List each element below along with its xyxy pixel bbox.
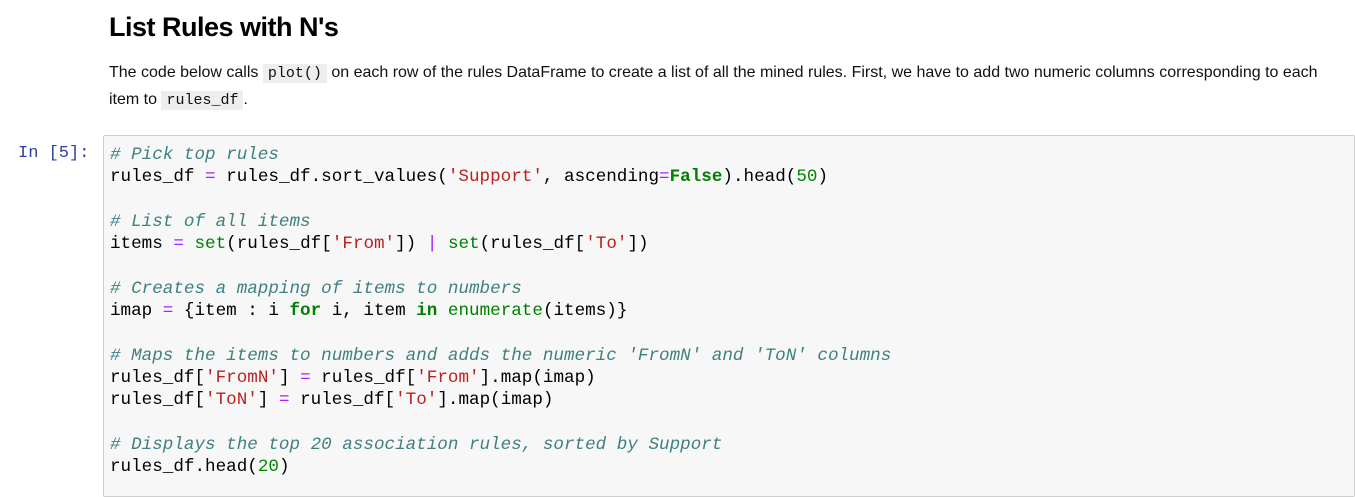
code-line: rules_df['FromN'] = rules_df['From'].map…: [110, 367, 891, 389]
code-token: =: [173, 234, 184, 255]
code-token: 'From': [416, 367, 480, 388]
code-token: =: [205, 167, 216, 188]
code-token: ]): [627, 234, 649, 255]
code-token: 'Support': [447, 167, 543, 188]
section-heading: List Rules with N's: [109, 12, 339, 42]
cell-prompt: In [5]:: [18, 144, 90, 163]
code-token: , ascending: [542, 167, 660, 188]
code-token: items: [110, 234, 174, 255]
code-token: in: [416, 301, 438, 322]
code-token: i, item: [321, 301, 417, 322]
description-paragraph: The code below calls plot() on each row …: [109, 60, 1339, 114]
code-token: |: [426, 234, 438, 255]
code-token: ].map(imap): [479, 367, 596, 388]
code-line: items = set(rules_df['From']) | set(rule…: [110, 233, 891, 255]
code-token: rules_df[: [110, 367, 206, 388]
code-line: # Creates a mapping of items to numbers: [110, 278, 891, 300]
code-token: # Maps the items to numbers and adds the…: [110, 345, 892, 366]
code-token: False: [669, 167, 723, 188]
code-token: [184, 234, 195, 254]
code-line: [110, 412, 891, 434]
code-token: ): [278, 457, 290, 478]
inline-code-rules-df: rules_df: [161, 91, 244, 110]
code-token: {item : i: [173, 301, 290, 322]
code-token: ].map(imap): [437, 390, 554, 411]
paragraph-text: .: [243, 91, 248, 108]
code-token: rules_df[: [289, 390, 396, 411]
code-token: =: [278, 390, 290, 411]
code-token: (rules_df[: [226, 234, 332, 255]
paragraph-text: on each row of the rules DataFrame to cr…: [109, 64, 1318, 108]
code-line: # Pick top rules: [110, 144, 891, 166]
code-line: # Maps the items to numbers and adds the…: [110, 345, 891, 367]
code-line: [110, 322, 891, 344]
code-token: =: [162, 301, 174, 322]
code-token: imap: [110, 301, 163, 322]
code-line: # Displays the top 20 association rules,…: [110, 434, 891, 456]
code-token: 'ToN': [205, 390, 258, 411]
code-token: 20: [257, 457, 279, 478]
code-token: rules_df[: [110, 390, 206, 411]
code-token: ).head(: [722, 167, 797, 188]
code-token: (items)}: [542, 301, 628, 322]
code-line: rules_df.head(20): [110, 456, 891, 478]
code-token: # Creates a mapping of items to numbers: [110, 278, 522, 299]
code-token: [437, 234, 448, 254]
code-token: ): [817, 167, 828, 188]
code-token: rules_df: [110, 167, 206, 188]
code-token: 50: [796, 167, 818, 188]
paragraph-text: The code below calls: [109, 64, 263, 81]
code-token: =: [659, 167, 670, 188]
code-token: 'To': [395, 390, 438, 411]
code-token: enumerate: [447, 301, 543, 322]
code-line: # List of all items: [110, 211, 891, 233]
inline-code-plot: plot(): [262, 64, 327, 83]
code-token: # Displays the top 20 association rules,…: [110, 434, 723, 455]
code-token: # Pick top rules: [110, 145, 279, 165]
code-token: ]: [278, 367, 301, 388]
code-token: [437, 301, 448, 321]
code-token: set: [447, 234, 480, 255]
code-line: rules_df['ToN'] = rules_df['To'].map(ima…: [110, 389, 891, 411]
code-token: ]): [395, 234, 427, 255]
code-line: [110, 255, 891, 277]
code-token: 'To': [585, 234, 628, 255]
code-token: set: [194, 234, 227, 255]
code-token: 'FromN': [205, 367, 279, 388]
code-line: rules_df = rules_df.sort_values('Support…: [110, 166, 891, 188]
code-token: rules_df.head(: [110, 457, 258, 478]
code-token: =: [300, 367, 311, 388]
code-line: imap = {item : i for i, item in enumerat…: [110, 300, 891, 322]
code-token: ]: [257, 390, 279, 411]
code-token: # List of all items: [110, 211, 311, 232]
code-token: rules_df[: [310, 367, 417, 388]
code-token: rules_df.sort_values(: [215, 167, 448, 188]
code-line: [110, 189, 891, 211]
code-token: for: [289, 301, 322, 322]
code-token: 'From': [331, 234, 396, 255]
code-token: (rules_df[: [479, 234, 586, 255]
